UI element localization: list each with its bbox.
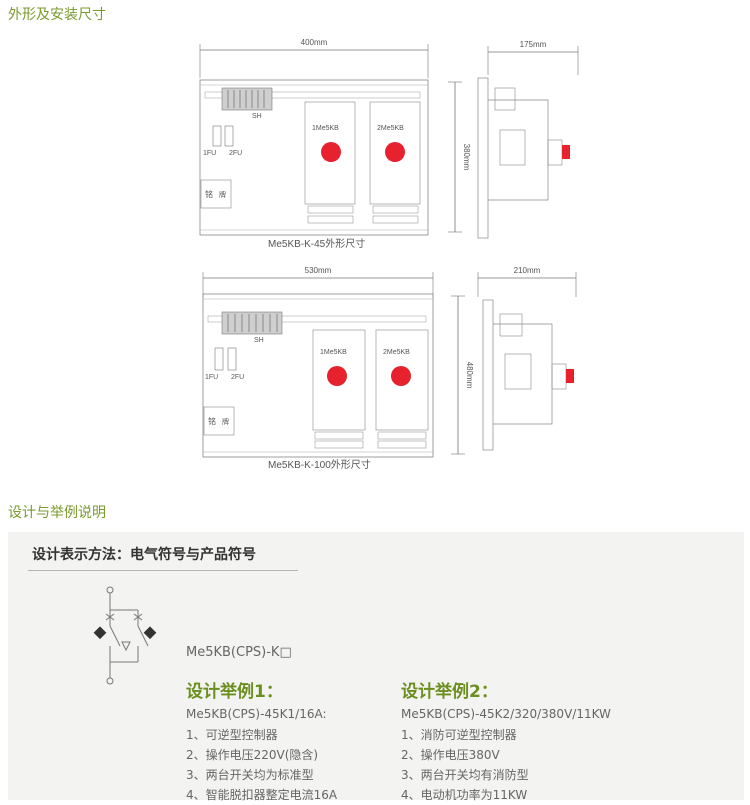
caption-45: Me5KB-K-45外形尺寸 [268,237,365,250]
nameplate-char-1: 铭 [208,416,216,426]
example-1-item: 3、两台开关均为标准型 [186,768,314,782]
example-1-item: 1、可逆型控制器 [186,728,278,742]
width-dimension-label: 530mm [305,266,332,275]
electrical-symbol-icon [93,586,157,685]
example-1-item: 4、智能脱扣器整定电流16A [186,788,338,802]
product-symbol-label: Me5KB(CPS)-K□ [186,645,292,660]
sh-label: SH [254,337,264,344]
example-1-title: 设计举例1： [186,682,283,702]
example-2-item: 1、消防可逆型控制器 [401,728,517,742]
height-dimension-label: 480mm [465,362,474,389]
fuse-1-label: 1FU [203,150,216,157]
sh-label: SH [252,113,262,120]
example-2-item: 2、操作电压380V [401,748,500,762]
example-2-item: 4、电动机功率为11KW [401,788,528,802]
design-subheading: 设计表示方法：电气符号与产品符号 [32,547,256,563]
example-1-item: 2、操作电压220V(隐含) [186,748,319,762]
unit-2-red-knob [385,142,405,162]
height-dimension-label: 380mm [462,144,471,171]
example-2-title: 设计举例2： [401,682,498,702]
side-dimension-label: 175mm [520,40,547,49]
dimension-drawing-100: 530mm SH 1FU 2FU 铭 牌 1Me5KB 2Me5KB 480mm… [202,266,577,471]
example-2-item: 3、两台开关均有消防型 [401,768,529,782]
section-title-design: 设计与举例说明 [8,505,106,521]
example-2-model: Me5KB(CPS)-45K2/320/380V/11KW [401,707,611,721]
nameplate-char-2: 牌 [222,417,229,426]
unit-2-label: 2Me5KB [383,349,410,356]
nameplate-char-1: 铭 [205,189,213,199]
unit-1-red-knob [321,142,341,162]
side-red-knob [562,145,570,159]
subheading-underline [28,570,298,571]
dimension-drawing-45: 400mm SH 1FU 2FU 铭 牌 1Me5KB 2Me5KB 380mm… [199,38,579,250]
nameplate-char-2: 牌 [219,190,226,199]
unit-1-red-knob [327,366,347,386]
example-1: 设计举例1： Me5KB(CPS)-45K1/16A: 1、可逆型控制器 2、操… [186,677,337,805]
example-1-model: Me5KB(CPS)-45K1/16A: [186,707,327,721]
design-panel: 设计表示方法：电气符号与产品符号 Me5KB(CPS)-K□ 设计举例1： Me… [8,532,744,802]
unit-1-label: 1Me5KB [312,125,339,132]
side-dimension-label: 210mm [514,266,541,275]
unit-2-red-knob [391,366,411,386]
example-2: 设计举例2： Me5KB(CPS)-45K2/320/380V/11KW 1、消… [401,677,611,805]
fuse-1-label: 1FU [205,374,218,381]
fuse-2-label: 2FU [229,150,242,157]
side-red-knob [566,369,574,383]
section-title-dimensions: 外形及安装尺寸 [8,7,106,23]
unit-1-label: 1Me5KB [320,349,347,356]
caption-100: Me5KB-K-100外形尺寸 [268,458,371,471]
width-dimension-label: 400mm [301,38,328,47]
unit-2-label: 2Me5KB [377,125,404,132]
fuse-2-label: 2FU [231,374,244,381]
